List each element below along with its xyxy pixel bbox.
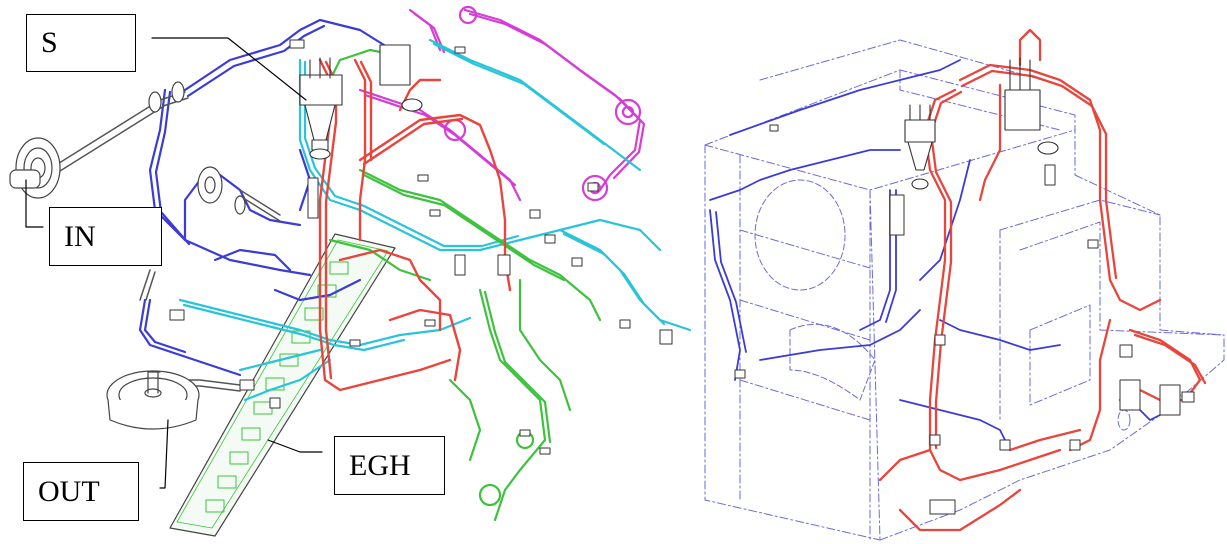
dark-piping bbox=[39, 91, 281, 392]
label-out: OUT bbox=[23, 462, 139, 521]
out-flange bbox=[106, 370, 200, 430]
frame-circles bbox=[754, 179, 1131, 431]
right-red-piping bbox=[878, 28, 1207, 532]
right-assembly bbox=[704, 28, 1225, 541]
left-assembly bbox=[9, 5, 692, 537]
blue-piping bbox=[138, 18, 402, 377]
s-device bbox=[299, 44, 423, 160]
label-out-text: OUT bbox=[38, 474, 100, 508]
label-egh-text: EGH bbox=[349, 448, 411, 482]
fittings bbox=[169, 39, 673, 455]
red-piping bbox=[318, 58, 512, 392]
green-piping bbox=[318, 48, 602, 522]
label-egh: EGH bbox=[334, 436, 445, 495]
label-s-text: S bbox=[41, 26, 58, 59]
leader-lines bbox=[25, 37, 323, 489]
label-in: IN bbox=[49, 207, 162, 266]
frame bbox=[704, 39, 1225, 541]
right-fittings bbox=[734, 124, 1195, 515]
label-s: S bbox=[26, 14, 136, 72]
right-s-device bbox=[904, 57, 1059, 190]
label-in-text: IN bbox=[64, 219, 96, 253]
in-flange bbox=[9, 81, 185, 199]
mid-flange bbox=[197, 166, 246, 215]
cyan-piping bbox=[178, 38, 692, 402]
